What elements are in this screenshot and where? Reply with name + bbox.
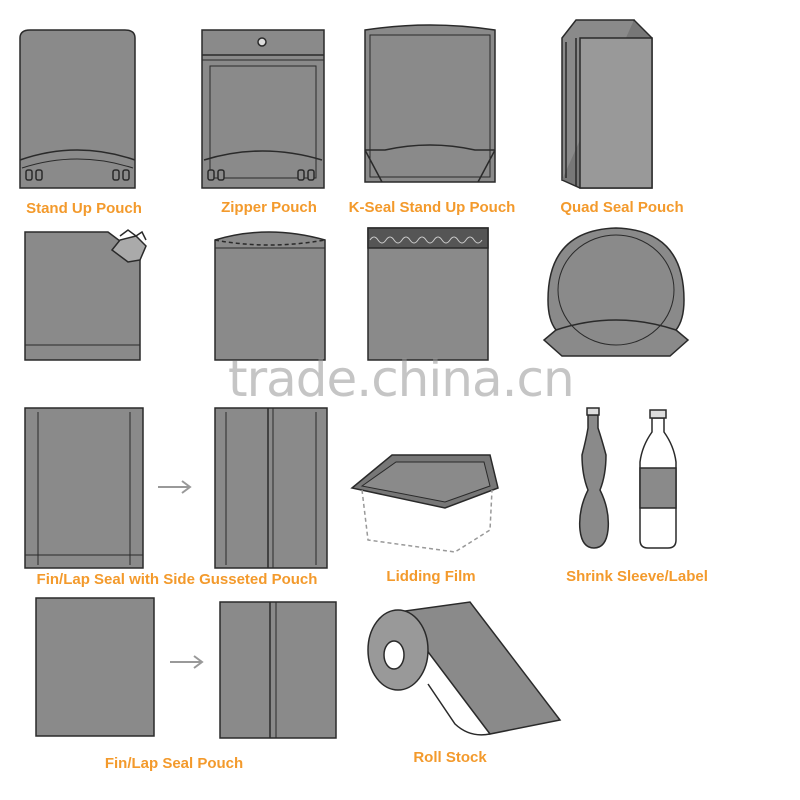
zipper-pouch-illustration [201, 29, 325, 189]
spouted-pouch-illustration [24, 229, 147, 361]
k-seal-pouch-illustration [364, 24, 496, 183]
stand-up-pouch-label: Stand Up Pouch [26, 200, 142, 217]
side-gusseted-pouch-right-illustration [214, 407, 328, 569]
fin-lap-seal-pouch-back-illustration [219, 601, 337, 739]
side-gusseted-pouch-left-illustration [24, 407, 144, 569]
arrow-right-icon [170, 655, 204, 669]
gusseted-pouch-top-illustration [214, 231, 326, 361]
shrink-sleeve-bottle-illustration [578, 407, 610, 549]
fin-lap-seal-side-gusseted-pouch-label: Fin/Lap Seal with Side Gusseted Pouch [36, 571, 318, 588]
roll-stock-illustration [367, 601, 562, 736]
fin-lap-seal-pouch-front-illustration [35, 597, 155, 737]
bag-roll-top-illustration [367, 227, 489, 361]
zipper-pouch-label: Zipper Pouch [221, 199, 317, 216]
roll-stock-label: Roll Stock [413, 749, 487, 766]
watermark: trade.china.cn [228, 350, 575, 408]
lidding-film-label: Lidding Film [386, 568, 476, 585]
shrink-sleeve-label-label: Shrink Sleeve/Label [566, 568, 708, 585]
k-seal-stand-up-pouch-label: K-Seal Stand Up Pouch [348, 199, 516, 216]
shaped-pouch-illustration [542, 227, 690, 357]
labeled-bottle-illustration [639, 409, 677, 549]
lidding-film-illustration [350, 454, 499, 553]
arrow-right-icon [158, 480, 192, 494]
quad-seal-pouch-illustration [561, 19, 653, 189]
stand-up-pouch-illustration [19, 29, 136, 189]
fin-lap-seal-pouch-label: Fin/Lap Seal Pouch [104, 755, 244, 772]
quad-seal-pouch-label: Quad Seal Pouch [560, 199, 684, 216]
